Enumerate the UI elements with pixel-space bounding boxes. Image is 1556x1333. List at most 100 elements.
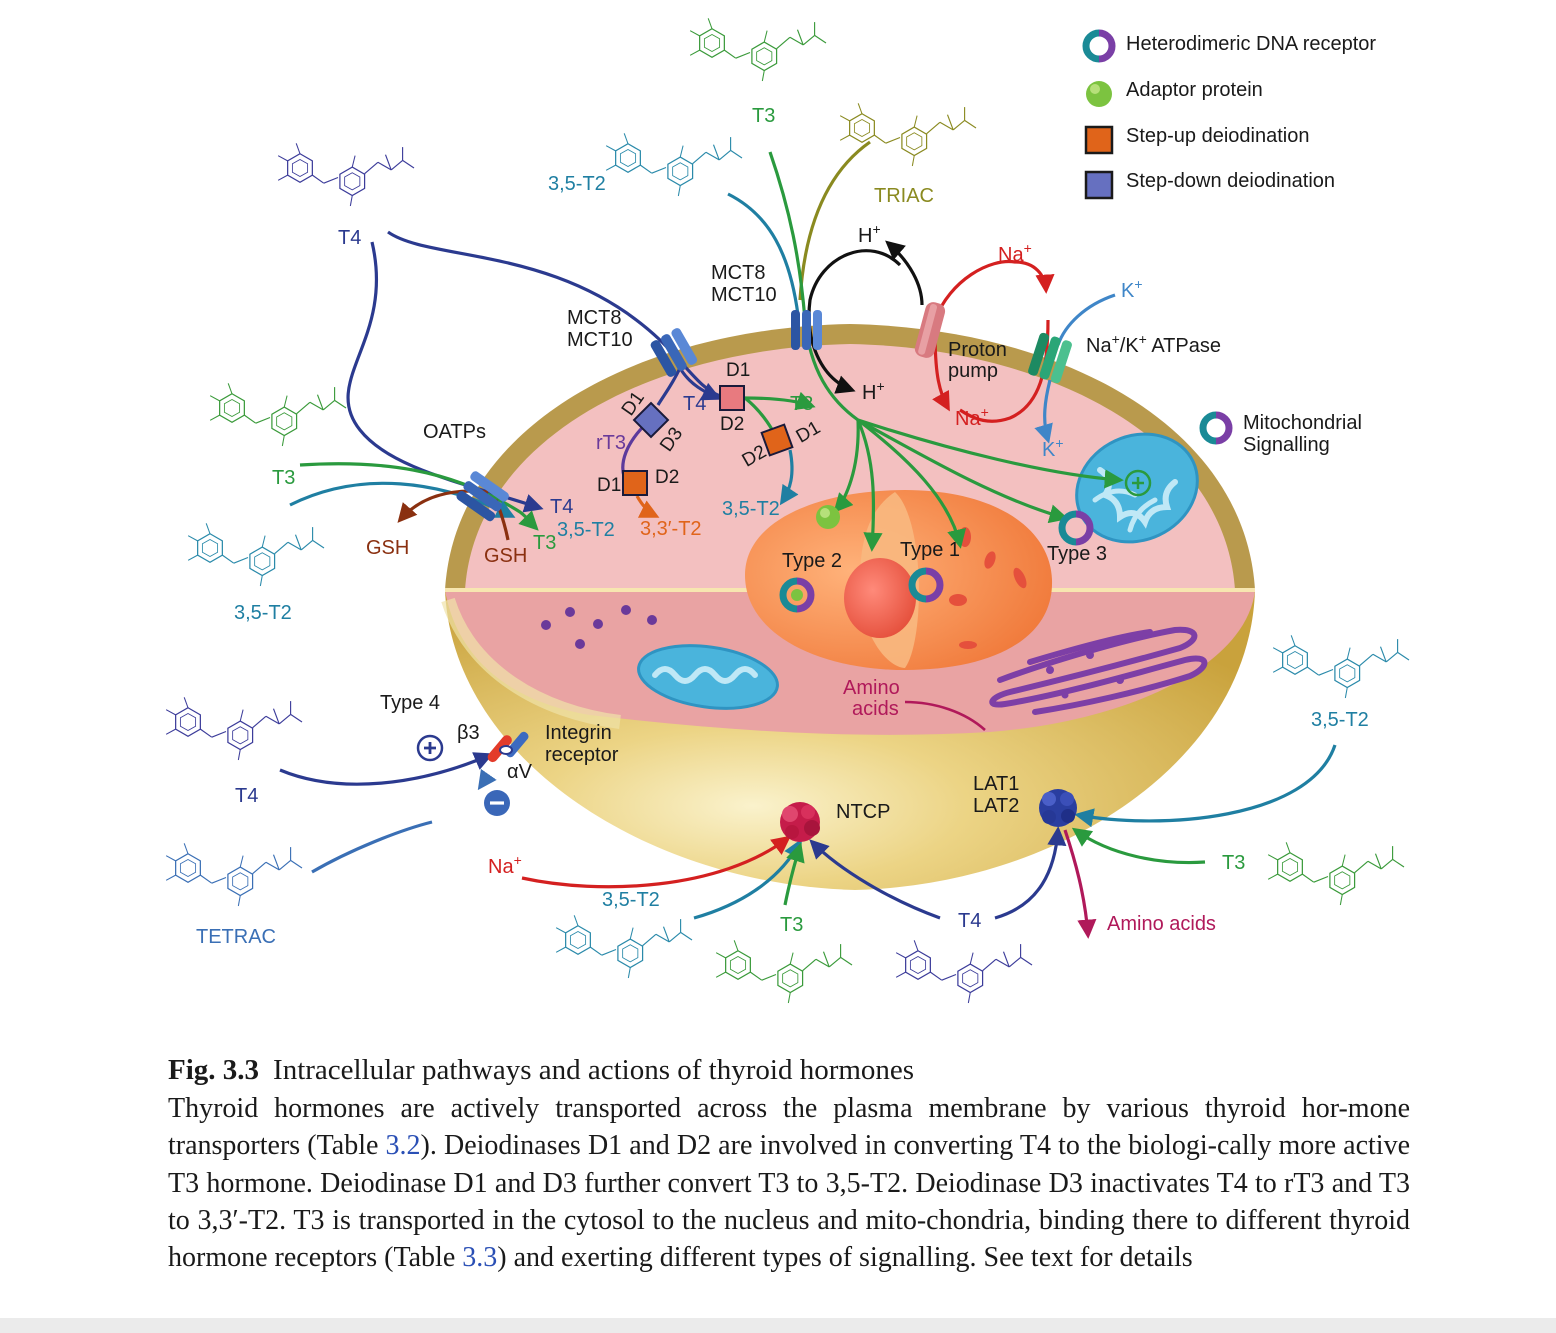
label-t3-left: T3 [272, 467, 295, 489]
molecule-t4-topleft [277, 142, 415, 207]
molecule-tetrac [165, 842, 303, 907]
proton-pump [914, 302, 946, 358]
label-na-ntcp: Na+ [488, 852, 522, 878]
label-k-bottom: K+ [1042, 435, 1064, 461]
label-t2-cyto: 3,5-T2 [722, 498, 780, 520]
label-d1-b: D1 [726, 360, 750, 381]
label-d1-d: D1 [597, 475, 621, 496]
label-type1: Type 1 [900, 539, 960, 561]
cytoplasm-upper [465, 344, 1235, 590]
label-t3-cyto: T3 [790, 393, 813, 415]
step-down-deiodinase-square [632, 401, 670, 439]
label-na-k-atpase: Na+/K+ ATPase [1086, 331, 1221, 357]
page-bottom-bar [0, 1318, 1556, 1333]
lat-transporter [1039, 789, 1077, 827]
caption-body: Thyroid hormones are actively transporte… [168, 1090, 1410, 1276]
heterodimeric-receptor-icon [1082, 29, 1116, 63]
thyroid-pathway-diagram: Heterodimeric DNA receptor Adaptor prote… [165, 17, 1410, 1004]
label-triac: TRIAC [874, 185, 934, 207]
figure-caption: Fig. 3.3 Intracellular pathways and actio… [168, 1052, 1410, 1276]
mito-plus-icon [1124, 469, 1152, 497]
label-t4-ntcp: T4 [958, 910, 981, 932]
molecule-triac [839, 102, 977, 167]
label-amino-in-2: acids [852, 698, 899, 720]
label-oatp-t2: 3,5-T2 [557, 519, 615, 541]
label-d2-d: D2 [655, 467, 679, 488]
label-lat-2: LAT2 [973, 795, 1019, 817]
molecule-t4-ntcp [895, 939, 1033, 1004]
table-ref-link[interactable]: 3.3 [462, 1242, 498, 1274]
figure-title: Intracellular pathways and actions of th… [273, 1054, 915, 1086]
label-oatps: OATPs [423, 421, 486, 443]
molecule-t4-lowleft [165, 696, 303, 761]
label-type2: Type 2 [782, 550, 842, 572]
molecule-t2-top [605, 132, 743, 197]
label-mct-right-1: MCT8 [711, 262, 765, 284]
label-alphav: αV [507, 761, 533, 783]
mct-transporter-left [650, 328, 698, 377]
integrin-plus-icon [416, 734, 444, 762]
na-k-atpase [1028, 332, 1072, 384]
caption-text: ). Deiodinases D1 and D2 are involved in… [168, 1130, 1410, 1274]
step-up-deiodinase-square-d1d2 [622, 470, 648, 496]
pathway-arrows [279, 140, 1337, 939]
legend-label: Step-up deiodination [1126, 125, 1309, 147]
label-mito-signal-1: Mitochondrial [1243, 412, 1362, 434]
step-up-deiodinase-square-d1 [719, 385, 745, 411]
mitochondrion-lower [637, 644, 779, 710]
molecule-t3-ntcp [715, 939, 853, 1004]
molecule-t3-right [1267, 841, 1405, 906]
label-t2-330: 3,3′-T2 [640, 518, 702, 540]
caption-heading: Fig. 3.3 Intracellular pathways and actio… [168, 1052, 1410, 1088]
label-t2-top: 3,5-T2 [548, 173, 606, 195]
caption-text: Thyroid hormones are actively transporte… [168, 1093, 1410, 1162]
adaptor-protein-icon [1086, 81, 1112, 107]
label-tetrac: TETRAC [196, 926, 276, 948]
label-na-bottom: Na+ [955, 404, 989, 430]
molecule-t2-ntcp [555, 914, 693, 979]
molecule-t3-left [209, 382, 347, 447]
legend-label: Step-down deiodination [1126, 170, 1335, 192]
cytosol-vesicles [541, 605, 657, 649]
label-mct-left-1: MCT8 [567, 307, 621, 329]
label-type4: Type 4 [380, 692, 440, 714]
label-amino-in-1: Amino [843, 677, 900, 699]
label-t2-right: 3,5-T2 [1311, 709, 1369, 731]
diagram-labels: T3 TRIAC 3,5-T2 T4 T3 3,5-T2 OATPs GSH G… [196, 105, 1369, 948]
label-t3-ntcp: T3 [780, 914, 803, 936]
label-d2-b: D2 [720, 414, 744, 435]
adaptor-protein-icon [816, 505, 840, 529]
label-t4-cyto: T4 [683, 393, 706, 415]
ntcp-transporter [780, 802, 820, 842]
label-mct-left-2: MCT10 [567, 329, 633, 351]
integrin-receptor [487, 731, 529, 763]
nucleus [745, 490, 1053, 670]
label-integrin-2: receptor [545, 744, 619, 766]
label-oatp-t4: T4 [550, 496, 573, 518]
legend-label: Adaptor protein [1126, 79, 1263, 101]
legend-label: Heterodimeric DNA receptor [1126, 33, 1376, 55]
nucleolus [844, 558, 916, 638]
label-type3: Type 3 [1047, 543, 1107, 565]
mitochondrial-signalling-icon [1199, 411, 1233, 445]
step-up-deiodinase-square-d2 [760, 423, 794, 457]
table-ref-link[interactable]: 3.2 [385, 1130, 421, 1162]
label-gsh-out: GSH [366, 537, 409, 559]
label-oatp-t3: T3 [533, 532, 556, 554]
molecule-t2-left [187, 522, 325, 587]
er-dots [1046, 651, 1124, 699]
label-h-plus-bottom: H+ [862, 378, 885, 404]
step-up-square-icon [1084, 125, 1114, 155]
molecule-t2-right [1272, 634, 1410, 699]
figure-number: Fig. 3.3 [168, 1054, 260, 1086]
step-down-square-icon [1084, 170, 1114, 200]
label-t2-left: 3,5-T2 [234, 602, 292, 624]
label-t3-top: T3 [752, 105, 775, 127]
legend: Heterodimeric DNA receptor Adaptor prote… [1082, 29, 1376, 200]
label-lat-1: LAT1 [973, 773, 1019, 795]
mct-transporter-right [791, 310, 822, 350]
label-t3-right: T3 [1222, 852, 1245, 874]
label-ntcp: NTCP [836, 801, 890, 823]
endoplasmic-reticulum [989, 626, 1208, 715]
label-amino-out: Amino acids [1107, 913, 1216, 935]
